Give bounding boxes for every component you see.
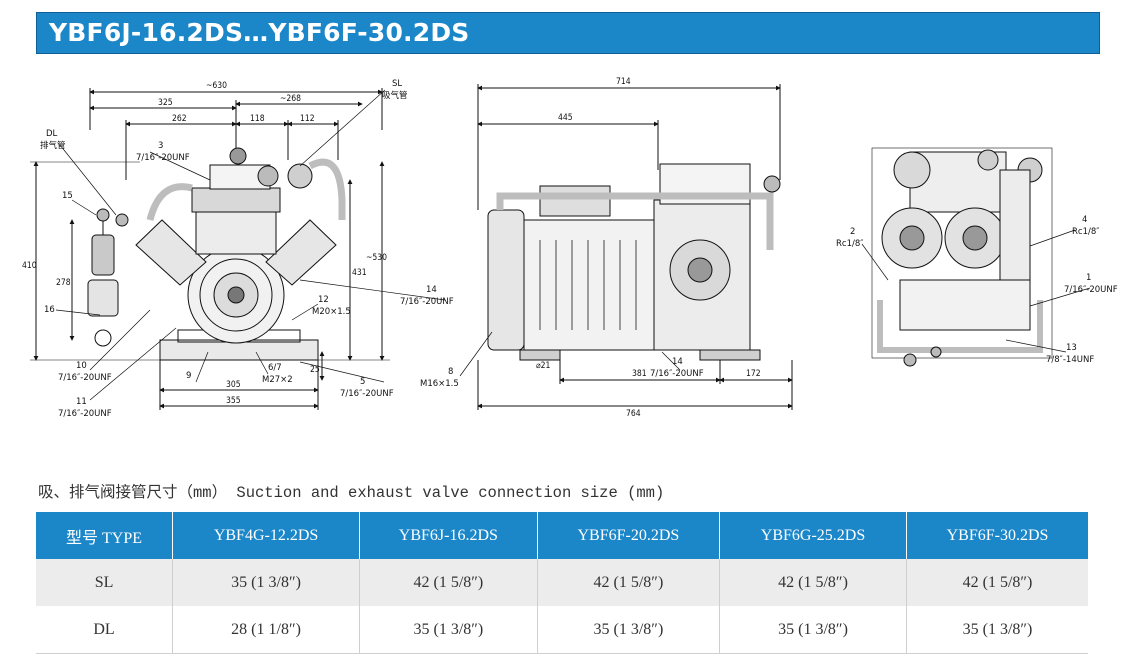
front-view-drawing bbox=[30, 88, 446, 410]
label-dl-cn: 排气管 bbox=[40, 140, 66, 151]
table-row: SL 35 (1 3/8″) 42 (1 5/8″) 42 (1 5/8″) 4… bbox=[36, 559, 1088, 606]
dim-262: 262 bbox=[172, 114, 187, 124]
dim-172: 172 bbox=[746, 369, 761, 379]
label-c11-thread: 7/16″-20UNF bbox=[58, 409, 112, 419]
technical-drawings: ~630 325 262 ~268 118 112 410 278 431 ~5… bbox=[22, 77, 1118, 419]
label-c2: 2 bbox=[850, 227, 855, 237]
label-c11: 11 bbox=[76, 397, 87, 407]
page-title: YBF6J-16.2DS…YBF6F-30.2DS bbox=[49, 18, 470, 47]
side-view-drawing bbox=[459, 84, 793, 410]
table-cell: 42 (1 5/8″) bbox=[719, 559, 907, 606]
table-row: DL 28 (1 1/8″) 35 (1 3/8″) 35 (1 3/8″) 3… bbox=[36, 606, 1088, 654]
label-dl: DL bbox=[46, 129, 58, 139]
dim-431: 431 bbox=[352, 268, 367, 278]
header-ybf6j-16-2ds: YBF6J-16.2DS bbox=[359, 512, 538, 559]
label-c15: 15 bbox=[62, 191, 73, 201]
label-side-c14: 14 bbox=[672, 357, 683, 367]
dim-355: 355 bbox=[226, 396, 241, 406]
table-caption: 吸、排气阀接管尺寸（mm） Suction and exhaust valve … bbox=[38, 484, 665, 502]
header-ybf4g-12-2ds: YBF4G-12.2DS bbox=[172, 512, 360, 559]
table-cell: 42 (1 5/8″) bbox=[359, 559, 538, 606]
table-cell: 28 (1 1/8″) bbox=[172, 606, 360, 654]
top-view-labels: 2 Rc1/8″ 4 Rc1/8″ 1 7/16″-20UNF 13 7/8″-… bbox=[836, 215, 1118, 365]
label-c13-thread: 7/8″-14UNF bbox=[1046, 355, 1094, 365]
label-c10: 10 bbox=[76, 361, 87, 371]
dim-410: 410 bbox=[22, 261, 37, 271]
row-label-sl: SL bbox=[36, 559, 173, 606]
dim-764: 764 bbox=[626, 409, 641, 419]
dim-325: 325 bbox=[158, 98, 173, 108]
header-type: 型号 TYPE bbox=[36, 512, 173, 559]
label-sl-cn: 吸气管 bbox=[382, 90, 408, 101]
label-c16: 16 bbox=[44, 305, 55, 315]
label-c1-thread: 7/16″-20UNF bbox=[1064, 285, 1118, 295]
dim-118: 118 bbox=[250, 114, 265, 124]
label-c4: 4 bbox=[1082, 215, 1087, 225]
label-c67-thread: M27×2 bbox=[262, 375, 293, 385]
label-c67: 6/7 bbox=[268, 363, 282, 373]
title-bar: YBF6J-16.2DS…YBF6F-30.2DS bbox=[36, 12, 1100, 54]
dim-268: ~268 bbox=[280, 94, 301, 104]
header-ybf6f-20-2ds: YBF6F-20.2DS bbox=[536, 512, 720, 559]
label-c10-thread: 7/16″-20UNF bbox=[58, 373, 112, 383]
header-ybf6f-30-2ds: YBF6F-30.2DS bbox=[906, 512, 1088, 559]
connection-size-table: 型号 TYPE YBF4G-12.2DS YBF6J-16.2DS YBF6F-… bbox=[36, 512, 1088, 654]
label-c12: 12 bbox=[318, 295, 329, 305]
front-view-labels: ~630 325 262 ~268 118 112 410 278 431 ~5… bbox=[22, 79, 454, 419]
dim-d21: ⌀21 bbox=[536, 361, 550, 371]
label-c8-thread: M16×1.5 bbox=[420, 379, 459, 389]
label-c8: 8 bbox=[448, 367, 453, 377]
label-sl: SL bbox=[392, 79, 402, 89]
label-c2-thread: Rc1/8″ bbox=[836, 239, 863, 249]
table-cell: 35 (1 3/8″) bbox=[536, 606, 720, 654]
dim-112: 112 bbox=[300, 114, 315, 124]
dim-445: 445 bbox=[558, 113, 573, 123]
label-c5-thread: 7/16″-20UNF bbox=[340, 389, 394, 399]
label-c3: 3 bbox=[158, 141, 163, 151]
label-c13: 13 bbox=[1066, 343, 1077, 353]
table-cell: 35 (1 3/8″) bbox=[719, 606, 907, 654]
table-cell: 35 (1 3/8″) bbox=[359, 606, 538, 654]
dim-714: 714 bbox=[616, 77, 631, 87]
dim-530: ~530 bbox=[366, 253, 387, 263]
label-c5: 5 bbox=[360, 377, 365, 387]
dim-278: 278 bbox=[56, 278, 71, 288]
table-header-row: 型号 TYPE YBF4G-12.2DS YBF6J-16.2DS YBF6F-… bbox=[36, 512, 1088, 559]
dim-25: 25 bbox=[310, 365, 320, 375]
table-cell: 42 (1 5/8″) bbox=[536, 559, 720, 606]
label-c14: 14 bbox=[426, 285, 437, 295]
label-c9: 9 bbox=[186, 371, 191, 381]
dim-305: 305 bbox=[226, 380, 241, 390]
dim-381: 381 bbox=[632, 369, 647, 379]
row-label-dl: DL bbox=[36, 606, 173, 654]
table-cell: 35 (1 3/8″) bbox=[906, 606, 1088, 654]
table-cell: 35 (1 3/8″) bbox=[172, 559, 360, 606]
top-view-drawing bbox=[861, 147, 1091, 367]
label-c1: 1 bbox=[1086, 273, 1091, 283]
header-ybf6g-25-2ds: YBF6G-25.2DS bbox=[719, 512, 907, 559]
label-side-c14-thread: 7/16″-20UNF bbox=[650, 369, 704, 379]
label-c4-thread: Rc1/8″ bbox=[1072, 227, 1099, 237]
side-view-labels: 714 445 764 381 172 ⌀21 8 M16×1.5 14 7/1… bbox=[420, 77, 761, 419]
table-cell: 42 (1 5/8″) bbox=[906, 559, 1088, 606]
label-c3-thread: 7/16″-20UNF bbox=[136, 153, 190, 163]
label-c14-thread: 7/16″-20UNF bbox=[400, 297, 454, 307]
label-c12-thread: M20×1.5 bbox=[312, 307, 351, 317]
dim-630: ~630 bbox=[206, 81, 227, 91]
